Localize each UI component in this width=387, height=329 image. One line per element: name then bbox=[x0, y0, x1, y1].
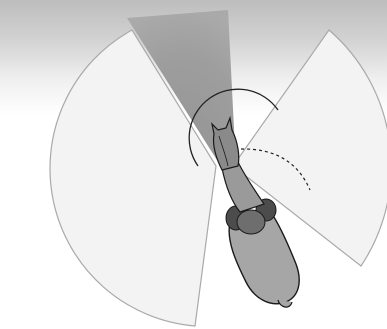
chest bbox=[237, 210, 265, 234]
